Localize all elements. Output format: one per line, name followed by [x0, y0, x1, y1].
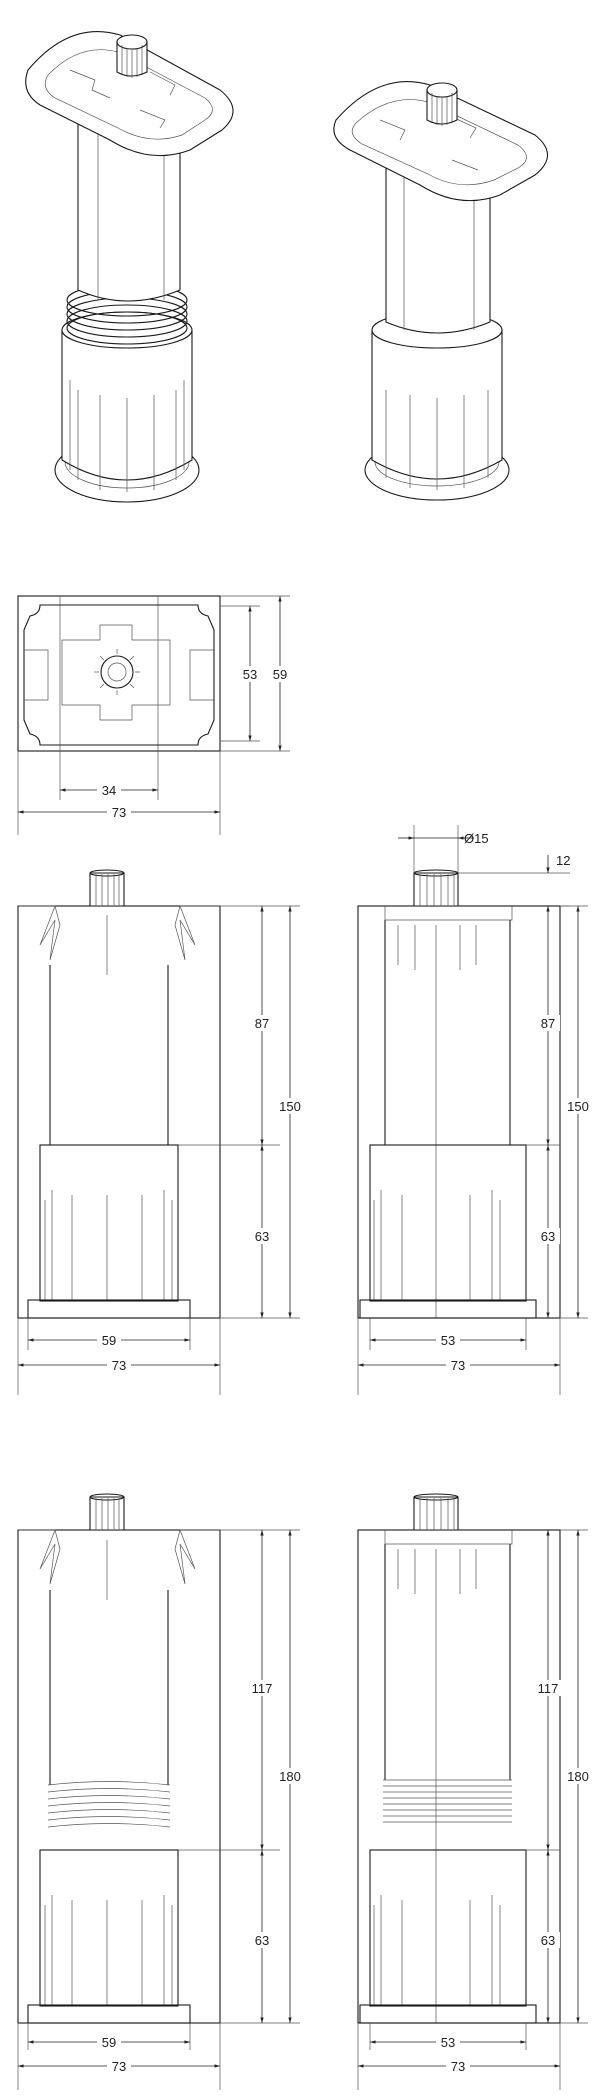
top-view: 53 59 34 73 — [17, 595, 290, 835]
side-view-180-front: 117 63 180 59 73 — [17, 1493, 306, 2090]
dim-150-b: 150 — [567, 1099, 589, 1114]
dim-53: 53 — [243, 667, 257, 682]
side-view-180-side: 117 63 180 53 73 — [357, 1493, 594, 2090]
iso-view-plain — [333, 81, 549, 501]
dim-73-d: 73 — [451, 2059, 465, 2074]
dim-59-a: 59 — [102, 1333, 116, 1348]
dim-63-b: 63 — [541, 1229, 555, 1244]
dim-150-a: 150 — [279, 1099, 301, 1114]
dim-12: 12 — [556, 853, 570, 868]
dim-180-d: 180 — [567, 1769, 589, 1784]
dim-53-b: 53 — [441, 1333, 455, 1348]
dim-180-c: 180 — [279, 1769, 301, 1784]
dim-59-c: 59 — [102, 2035, 116, 2050]
iso-view-threaded — [25, 31, 234, 503]
side-view-150-front: 87 63 150 59 73 — [17, 869, 306, 1395]
dim-87-b: 87 — [541, 1016, 555, 1031]
dim-73-top: 73 — [112, 805, 126, 820]
dim-59: 59 — [273, 667, 287, 682]
dim-63-a: 63 — [255, 1229, 269, 1244]
side-view-150-side: Ø15 12 87 63 150 53 73 — [357, 825, 594, 1395]
dim-87-a: 87 — [255, 1016, 269, 1031]
dim-73-c: 73 — [112, 2059, 126, 2074]
dim-73-b: 73 — [451, 1358, 465, 1373]
dim-73-a: 73 — [112, 1358, 126, 1373]
dim-diameter: Ø15 — [464, 831, 489, 846]
dim-34: 34 — [102, 783, 116, 798]
dim-63-c: 63 — [255, 1933, 269, 1948]
dim-53-d: 53 — [441, 2035, 455, 2050]
dim-117-d: 117 — [538, 1681, 559, 1696]
dim-117-c: 117 — [252, 1681, 273, 1696]
dim-63-d: 63 — [541, 1933, 555, 1948]
